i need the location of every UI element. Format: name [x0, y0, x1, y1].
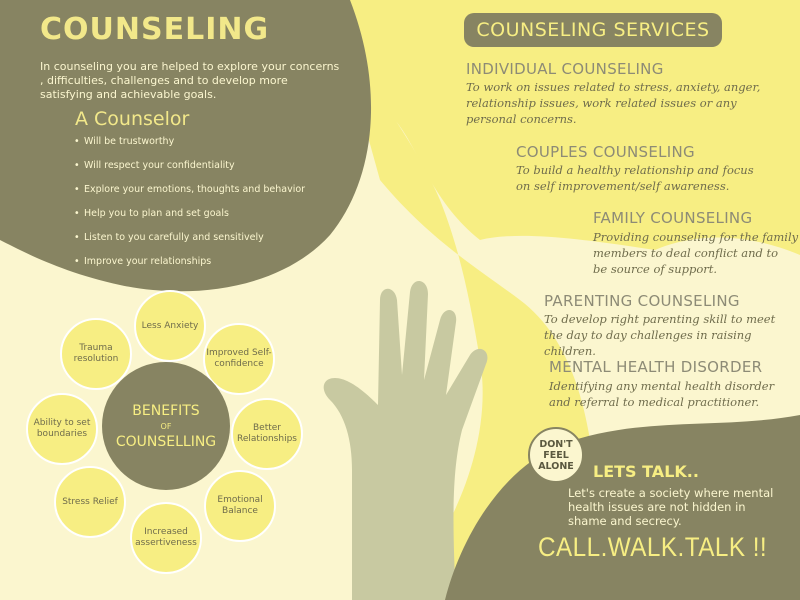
yellow-paint-shape [300, 0, 800, 255]
yellow-drip-shape [330, 0, 690, 600]
counselor-item: Will respect your confidentiality [74, 159, 305, 183]
service-title: MENTAL HEALTH DISORDER [549, 358, 763, 376]
service-desc-line: personal concerns. [466, 112, 577, 126]
service-desc: To develop right parenting skill to meet… [544, 311, 800, 359]
service-desc-line: Providing counseling for the family [593, 230, 799, 244]
service-desc-line: the day to day challenges in raising chi… [544, 328, 752, 358]
service-desc-line: on self improvement/self awareness. [516, 179, 730, 193]
service-title: PARENTING COUNSELING [544, 292, 740, 310]
benefit-petal: Stress Relief [54, 466, 126, 538]
benefits-center-line2: OF [160, 421, 172, 431]
service-desc-line: Identifying any mental health disorder [549, 379, 775, 393]
service-desc: To build a healthy relationship and focu… [516, 162, 754, 194]
service-desc-line: relationship issues, work related issues… [466, 96, 737, 110]
service-desc-line: and referral to medical practitioner. [549, 395, 760, 409]
service-desc: Identifying any mental health disorder a… [549, 378, 774, 410]
service-title: INDIVIDUAL COUNSELING [466, 60, 664, 78]
benefit-petal: Better Relationships [231, 398, 303, 470]
dont-feel-alone-badge: DON'T FEEL ALONE [528, 427, 584, 483]
benefit-petal: Increased assertiveness [130, 502, 202, 574]
service-desc: Providing counseling for the family memb… [593, 229, 798, 277]
benefits-center-line3: COUNSELLING [115, 433, 217, 450]
counselor-item: Explore your emotions, thoughts and beha… [74, 183, 305, 207]
service-desc-line: To develop right parenting skill to meet [544, 312, 776, 326]
slogan: CALL.WALK.TALK !! [538, 532, 768, 562]
lets-talk-heading: LETS TALK.. [593, 462, 699, 481]
benefit-petal: Emotional Balance [204, 470, 276, 542]
counselor-item: Help you to plan and set goals [74, 207, 305, 231]
page-title: COUNSELING [40, 12, 270, 47]
counselor-item: Listen to you carefully and sensitively [74, 231, 305, 255]
benefit-petal: Trauma resolution [60, 318, 132, 390]
services-heading: COUNSELING SERVICES [464, 13, 722, 47]
service-desc-line: be source of support. [593, 262, 718, 276]
hand-shape [323, 280, 488, 600]
benefit-petal: Less Anxiety [134, 290, 206, 362]
intro-text: In counseling you are helped to explore … [40, 60, 340, 101]
service-desc-line: members to deal conflict and to [593, 246, 779, 260]
benefits-center-line1: BENEFITS [132, 402, 200, 419]
service-desc-line: To build a healthy relationship and focu… [516, 163, 754, 177]
benefit-petal: Improved Self-confidence [203, 323, 275, 395]
counselor-list: Will be trustworthy Will respect your co… [74, 135, 305, 279]
service-title: FAMILY COUNSELING [593, 209, 753, 227]
badge-line3: ALONE [538, 460, 574, 472]
service-desc-line: To work on issues related to stress, anx… [466, 80, 761, 94]
badge-line2: FEEL [543, 449, 569, 461]
counselor-item: Will be trustworthy [74, 135, 305, 159]
service-desc: To work on issues related to stress, anx… [466, 79, 760, 127]
lets-talk-text: Let's create a society where mental heal… [568, 486, 774, 528]
counselor-item: Improve your relationships [74, 255, 305, 279]
badge-line1: DON'T [539, 438, 573, 450]
benefits-center: BENEFITS OF COUNSELLING [102, 362, 230, 490]
counselor-heading: A Counselor [75, 108, 190, 130]
benefit-petal: Ability to set boundaries [26, 393, 98, 465]
service-title: COUPLES COUNSELING [516, 143, 695, 161]
